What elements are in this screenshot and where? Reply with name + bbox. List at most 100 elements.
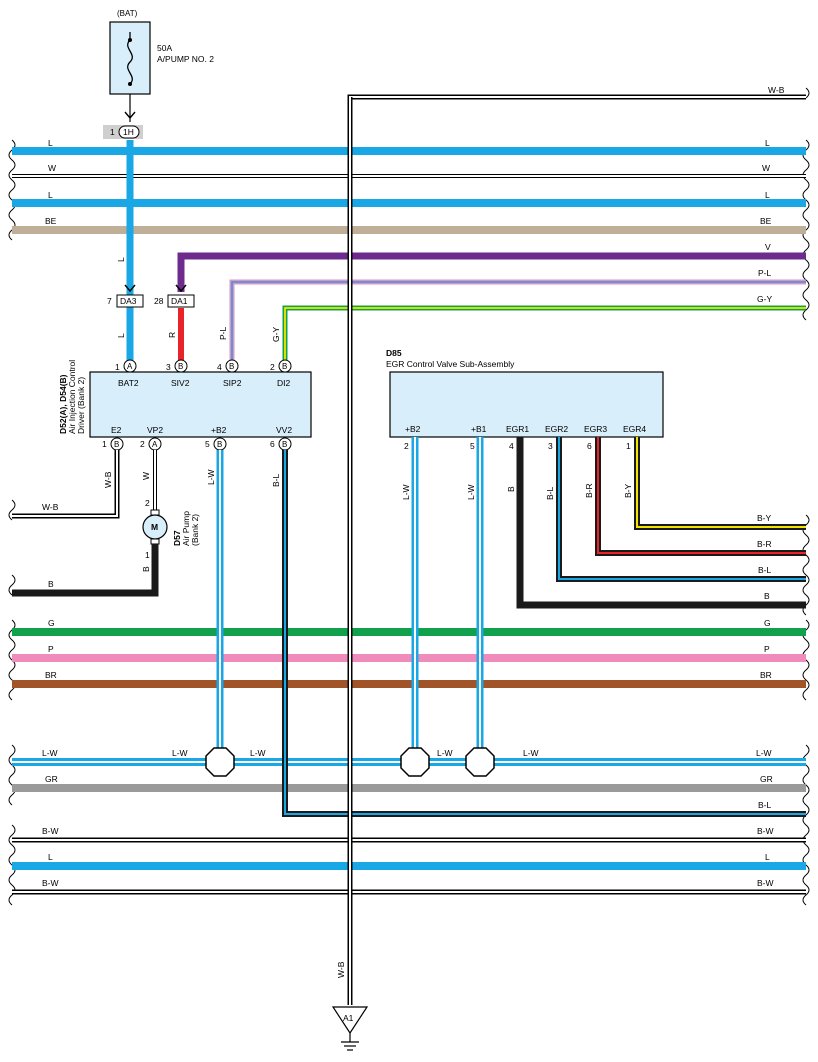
label-wire-v: V bbox=[765, 242, 771, 252]
driver-bottom-pin-vp2: VP2 2 A bbox=[140, 425, 163, 451]
label-vert-da3: L bbox=[116, 333, 126, 338]
label-vert-sip2: P-L bbox=[218, 327, 228, 341]
svg-text:(Bank 2): (Bank 2) bbox=[190, 514, 200, 546]
label-vert-vv2: B-L bbox=[271, 474, 281, 488]
label-bus-g-right: G bbox=[764, 618, 771, 628]
label-bus-l2-left: L bbox=[48, 190, 53, 200]
driver-box bbox=[89, 371, 312, 438]
label-bw2-right: B-W bbox=[757, 878, 774, 888]
svg-text:5: 5 bbox=[205, 439, 210, 449]
wire-v bbox=[177, 252, 806, 292]
label-bus-gr-right: GR bbox=[760, 774, 773, 784]
svg-text:A: A bbox=[152, 440, 158, 449]
svg-text:EGR1: EGR1 bbox=[506, 424, 529, 434]
junction-1 bbox=[205, 747, 235, 777]
ground-id: A1 bbox=[343, 1013, 354, 1023]
svg-text:B: B bbox=[282, 362, 287, 371]
svg-text:5: 5 bbox=[470, 441, 475, 451]
label-bus-l3-right: L bbox=[765, 852, 770, 862]
label-wire-pl-right: P-L bbox=[758, 268, 772, 278]
label-lw-left: L-W bbox=[42, 748, 58, 758]
wire-egr3-br bbox=[595, 437, 806, 556]
label-bus-l2-right: L bbox=[765, 190, 770, 200]
label-vert-egr2: B-L bbox=[545, 487, 555, 501]
egr-box bbox=[389, 371, 664, 438]
svg-text:+B2: +B2 bbox=[405, 424, 421, 434]
connector-da1 bbox=[167, 294, 195, 308]
right-breaks bbox=[802, 87, 810, 906]
label-br-right: B-R bbox=[757, 539, 772, 549]
svg-text:EGR2: EGR2 bbox=[545, 424, 568, 434]
driver-top-pin-di2: 2 B DI2 bbox=[270, 359, 292, 388]
svg-text:6: 6 bbox=[587, 441, 592, 451]
svg-text:2: 2 bbox=[270, 362, 275, 372]
motor-icon: M bbox=[142, 509, 168, 545]
chevron-down-icon bbox=[124, 111, 136, 120]
label-bus-p-left: P bbox=[48, 644, 54, 654]
connector-1h-pin: 1 bbox=[110, 127, 115, 137]
label-bl-vv2-right: B-L bbox=[758, 800, 772, 810]
svg-text:D57: D57 bbox=[172, 530, 182, 546]
label-vert-egr-b1: L-W bbox=[466, 484, 476, 500]
connector-1h-id: 1H bbox=[123, 127, 134, 137]
connector-da1-pin: 28 bbox=[154, 296, 164, 306]
egr-name: EGR Control Valve Sub-Assembly bbox=[386, 359, 515, 369]
label-bus-be-right: BE bbox=[760, 216, 772, 226]
label-lw-j1r: L-W bbox=[250, 748, 266, 758]
svg-text:EGR4: EGR4 bbox=[623, 424, 646, 434]
wire-gy bbox=[282, 305, 806, 362]
label-lw-j2: L-W bbox=[437, 748, 453, 758]
fuse-icon bbox=[127, 32, 133, 85]
wire-egr4-by bbox=[634, 437, 806, 530]
label-vert-egr4: B-Y bbox=[623, 484, 633, 499]
label-vert-pump-b: B bbox=[141, 566, 151, 572]
svg-text:Air Pump: Air Pump bbox=[181, 511, 191, 546]
driver-top-pin-sip2: 4 B SIP2 bbox=[217, 359, 242, 388]
label-vert-egr-b2: L-W bbox=[401, 484, 411, 500]
svg-text:VV2: VV2 bbox=[276, 425, 292, 435]
svg-text:B: B bbox=[114, 440, 119, 449]
label-bus-g-left: G bbox=[48, 618, 55, 628]
junction-2 bbox=[400, 747, 430, 777]
svg-text:SIV2: SIV2 bbox=[171, 378, 190, 388]
svg-text:1: 1 bbox=[626, 441, 631, 451]
ground-icon bbox=[341, 1033, 359, 1051]
svg-text:Driver (Bank 2): Driver (Bank 2) bbox=[76, 377, 86, 434]
ground-triangle bbox=[331, 1006, 369, 1035]
junction-3 bbox=[465, 747, 495, 777]
svg-text:+B1: +B1 bbox=[471, 424, 487, 434]
connector-da1-id: DA1 bbox=[171, 296, 188, 306]
label-wb-top: W-B bbox=[768, 85, 785, 95]
label-bus-brown-right: BR bbox=[760, 670, 772, 680]
svg-text:+B2: +B2 bbox=[211, 425, 227, 435]
egr-id: D85 bbox=[386, 348, 402, 358]
pump-pin-bottom: 1 bbox=[145, 550, 150, 560]
label-vert-vp2: W bbox=[141, 472, 151, 480]
svg-text:2: 2 bbox=[404, 441, 409, 451]
label-vert-e2: W-B bbox=[103, 471, 113, 488]
label-bw1-right: B-W bbox=[757, 826, 774, 836]
svg-text:B: B bbox=[229, 362, 234, 371]
driver-bottom-pin-b2: +B2 5 B bbox=[205, 425, 227, 451]
label-b-egr-right: B bbox=[764, 591, 770, 601]
driver-id-vertical: D52(A), D54(B) Air Injection Control Dri… bbox=[58, 360, 86, 434]
label-vert-bat2: L bbox=[116, 257, 126, 262]
svg-text:BAT2: BAT2 bbox=[118, 378, 139, 388]
label-bus-w-right: W bbox=[762, 163, 770, 173]
svg-text:E2: E2 bbox=[111, 425, 122, 435]
pump-id-vertical: D57 Air Pump (Bank 2) bbox=[172, 511, 200, 546]
label-vert-wb-ground: W-B bbox=[336, 961, 346, 978]
wire-pl bbox=[229, 279, 806, 362]
svg-text:SIP2: SIP2 bbox=[223, 378, 242, 388]
driver-top-pin-bat2: 1 A BAT2 bbox=[115, 359, 139, 388]
driver-bottom-pin-vv2: VV2 6 B bbox=[270, 425, 292, 451]
label-bus-l1-left: L bbox=[48, 138, 53, 148]
label-bus-gr-left: GR bbox=[45, 774, 58, 784]
svg-text:4: 4 bbox=[509, 441, 514, 451]
egr-pin-names: +B2 +B1 EGR1 EGR2 EGR3 EGR4 bbox=[405, 424, 646, 434]
svg-text:B: B bbox=[178, 362, 183, 371]
connector-da3-pin: 7 bbox=[107, 296, 112, 306]
label-bus-l1-right: L bbox=[765, 138, 770, 148]
label-bw2-left: B-W bbox=[42, 878, 59, 888]
label-by-right: B-Y bbox=[757, 513, 772, 523]
